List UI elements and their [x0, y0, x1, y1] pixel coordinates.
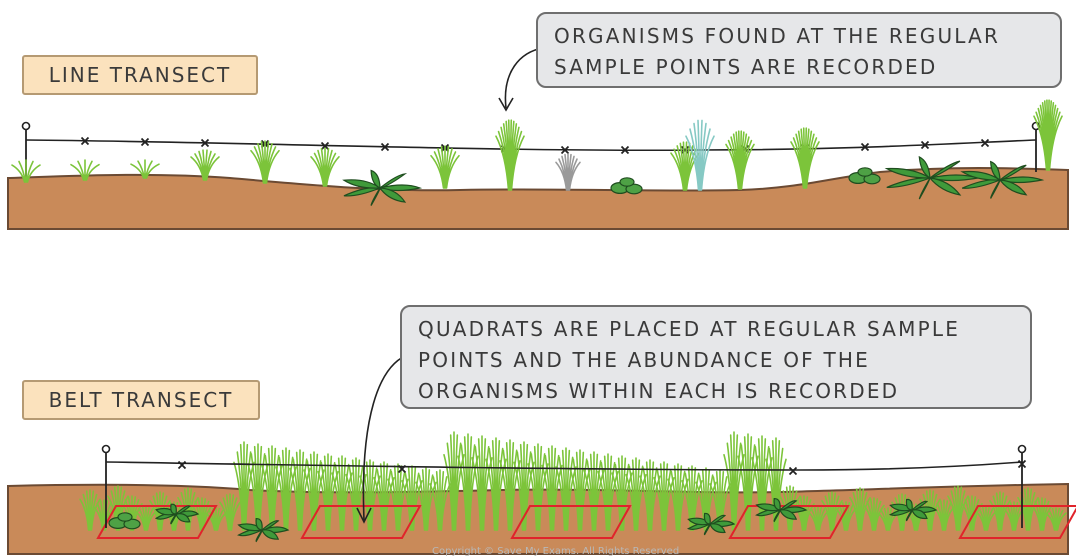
- copyright-notice: Copyright © Save My Exams. All Rights Re…: [432, 546, 679, 557]
- sample-point-cross: [790, 468, 797, 475]
- line-transect-callout: ORGANISMS FOUND AT THE REGULAR SAMPLE PO…: [536, 12, 1062, 88]
- line-transect-soil: [8, 168, 1068, 229]
- grass-tuft: [726, 131, 754, 189]
- grass-tuft: [556, 154, 580, 190]
- moss-clump: [849, 168, 880, 184]
- moss-clump: [611, 178, 642, 194]
- belt-callout-line-2: POINTS AND THE ABUNDANCE OF THE: [418, 345, 1020, 376]
- grass-tuft: [311, 148, 339, 186]
- line-transect-rope: [26, 140, 1036, 150]
- belt-callout-line-1: QUADRATS ARE PLACED AT REGULAR SAMPLE: [418, 314, 1020, 345]
- line-transect-sample-points: [82, 138, 989, 154]
- grass-tuft: [251, 141, 279, 183]
- grass-tuft: [1034, 100, 1062, 170]
- grass-tuft: [431, 146, 459, 188]
- line-transect-pole-right: [1033, 123, 1040, 173]
- belt-transect-callout: QUADRATS ARE PLACED AT REGULAR SAMPLE PO…: [400, 305, 1032, 409]
- line-transect-label: LINE TRANSECT: [22, 55, 258, 95]
- line-callout-line-2: SAMPLE POINTS ARE RECORDED: [554, 52, 1050, 83]
- line-callout-line-1: ORGANISMS FOUND AT THE REGULAR: [554, 21, 1050, 52]
- grass-tuft: [496, 120, 524, 190]
- grass-tuft: [791, 128, 819, 188]
- belt-transect-label: BELT TRANSECT: [22, 380, 260, 420]
- belt-callout-line-3: ORGANISMS WITHIN EACH IS RECORDED: [418, 376, 1020, 407]
